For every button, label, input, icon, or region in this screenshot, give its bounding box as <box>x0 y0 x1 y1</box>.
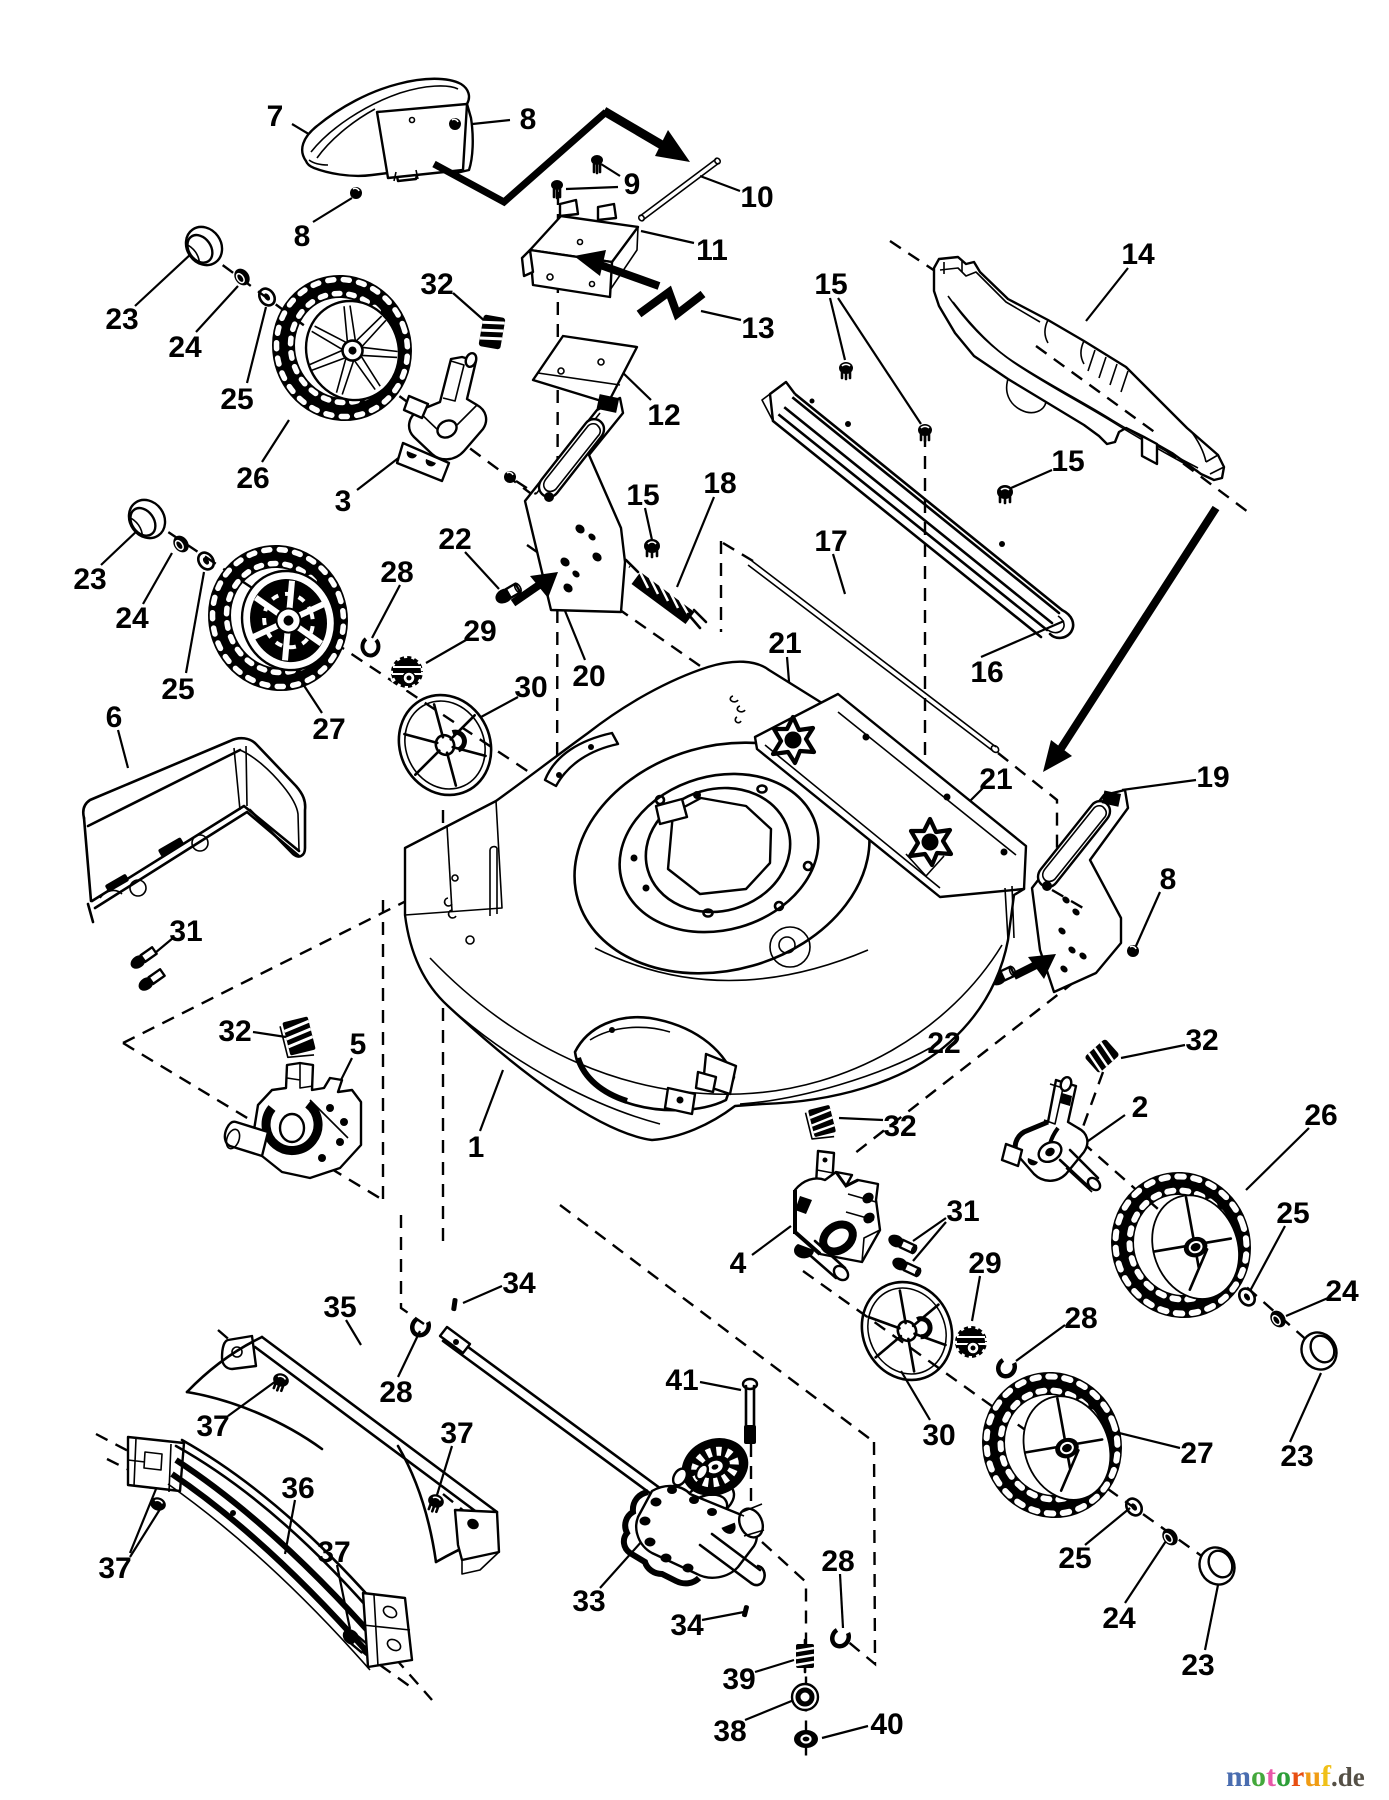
svg-text:24: 24 <box>168 331 202 364</box>
svg-text:11: 11 <box>696 234 728 267</box>
svg-text:25: 25 <box>1276 1197 1309 1230</box>
svg-text:21: 21 <box>979 763 1012 796</box>
svg-text:26: 26 <box>1304 1099 1337 1132</box>
svg-text:20: 20 <box>572 660 605 693</box>
svg-text:17: 17 <box>814 525 847 558</box>
svg-text:39: 39 <box>722 1663 755 1696</box>
svg-text:25: 25 <box>1058 1542 1091 1575</box>
svg-text:24: 24 <box>1325 1275 1359 1308</box>
svg-text:26: 26 <box>236 462 269 495</box>
svg-text:33: 33 <box>572 1585 605 1618</box>
svg-text:10: 10 <box>740 181 773 214</box>
svg-text:8: 8 <box>1160 863 1177 896</box>
svg-text:32: 32 <box>218 1015 251 1048</box>
svg-text:29: 29 <box>968 1247 1001 1280</box>
svg-text:14: 14 <box>1121 238 1155 271</box>
svg-text:2: 2 <box>1132 1091 1149 1124</box>
svg-text:24: 24 <box>1102 1602 1136 1635</box>
svg-text:motoruf.de: motoruf.de <box>1226 1760 1365 1793</box>
svg-text:34: 34 <box>670 1609 704 1642</box>
svg-text:16: 16 <box>970 656 1003 689</box>
svg-text:28: 28 <box>379 1376 412 1409</box>
svg-text:22: 22 <box>438 523 471 556</box>
svg-text:8: 8 <box>294 220 311 253</box>
svg-text:37: 37 <box>98 1552 131 1585</box>
svg-text:21: 21 <box>768 627 801 660</box>
svg-text:18: 18 <box>703 467 736 500</box>
svg-text:29: 29 <box>463 615 496 648</box>
svg-text:19: 19 <box>1196 761 1229 794</box>
svg-text:40: 40 <box>870 1708 903 1741</box>
svg-text:37: 37 <box>196 1410 229 1443</box>
svg-text:25: 25 <box>161 673 194 706</box>
svg-text:3: 3 <box>335 485 352 518</box>
svg-text:6: 6 <box>106 701 123 734</box>
svg-text:7: 7 <box>267 100 284 133</box>
svg-text:32: 32 <box>1185 1024 1218 1057</box>
svg-text:15: 15 <box>626 479 659 512</box>
svg-text:31: 31 <box>169 915 202 948</box>
svg-text:32: 32 <box>420 268 453 301</box>
svg-text:4: 4 <box>730 1247 747 1280</box>
svg-text:34: 34 <box>502 1267 536 1300</box>
svg-text:15: 15 <box>814 268 847 301</box>
svg-text:37: 37 <box>440 1417 473 1450</box>
svg-text:36: 36 <box>281 1472 314 1505</box>
svg-text:23: 23 <box>73 563 106 596</box>
svg-text:12: 12 <box>647 399 680 432</box>
svg-text:23: 23 <box>1181 1649 1214 1682</box>
svg-text:35: 35 <box>323 1291 356 1324</box>
svg-text:23: 23 <box>105 303 138 336</box>
svg-text:22: 22 <box>927 1027 960 1060</box>
svg-text:15: 15 <box>1051 445 1084 478</box>
svg-text:28: 28 <box>380 556 413 589</box>
svg-text:13: 13 <box>741 312 774 345</box>
svg-text:32: 32 <box>883 1110 916 1143</box>
svg-text:41: 41 <box>665 1364 698 1397</box>
svg-text:37: 37 <box>317 1536 350 1569</box>
svg-text:38: 38 <box>713 1715 746 1748</box>
svg-text:24: 24 <box>115 602 149 635</box>
svg-text:9: 9 <box>624 168 641 201</box>
svg-text:8: 8 <box>520 103 537 136</box>
svg-text:25: 25 <box>220 383 253 416</box>
svg-text:28: 28 <box>821 1545 854 1578</box>
svg-text:23: 23 <box>1280 1440 1313 1473</box>
svg-text:27: 27 <box>312 713 345 746</box>
svg-text:5: 5 <box>350 1028 367 1061</box>
svg-text:27: 27 <box>1180 1437 1213 1470</box>
svg-text:1: 1 <box>468 1131 485 1164</box>
svg-text:30: 30 <box>922 1419 955 1452</box>
svg-text:28: 28 <box>1064 1302 1097 1335</box>
svg-text:31: 31 <box>946 1195 979 1228</box>
svg-text:30: 30 <box>514 671 547 704</box>
